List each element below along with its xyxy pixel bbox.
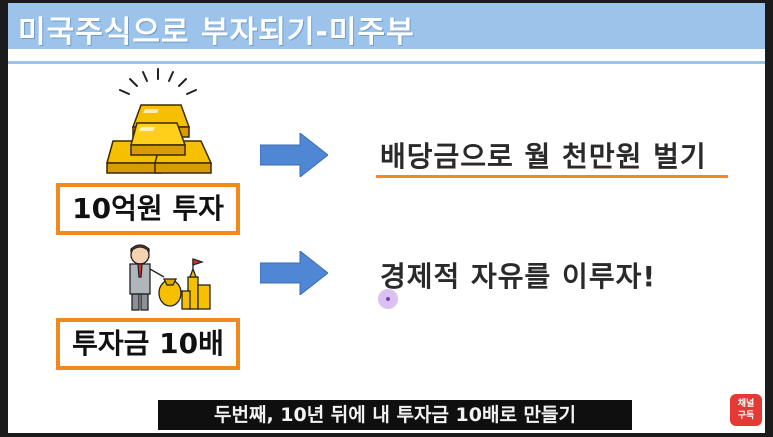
goal-underline (376, 175, 728, 178)
businessman-moneybag-icon (129, 244, 211, 311)
slide-title: 미국주식으로 부자되기-미주부 (18, 15, 415, 50)
goal-dividend-text: 배당금으로 월 천만원 벌기 (380, 140, 707, 173)
cursor-highlight-icon (378, 289, 398, 309)
gold-bars-icon (106, 68, 213, 174)
title-bar: 미국주식으로 부자되기-미주부 (8, 3, 765, 50)
subtitle-caption: 두번째, 10년 뒤에 내 투자금 10배로 만들기 (158, 400, 632, 430)
slide-frame: 미국주식으로 부자되기-미주부 10억원 투자 (8, 3, 765, 433)
badge-line-1: 채널 (737, 399, 755, 409)
title-divider (8, 61, 765, 64)
investment-label: 10억원 투자 (56, 183, 240, 235)
right-arrow-icon (260, 133, 328, 177)
goal-freedom-text: 경제적 자유를 이루자! (380, 260, 657, 293)
badge-line-2: 구독 (737, 411, 755, 421)
right-arrow-icon (260, 251, 328, 295)
subscribe-badge[interactable]: 채널 구독 (730, 394, 762, 426)
tenfold-label: 투자금 10배 (56, 318, 240, 370)
